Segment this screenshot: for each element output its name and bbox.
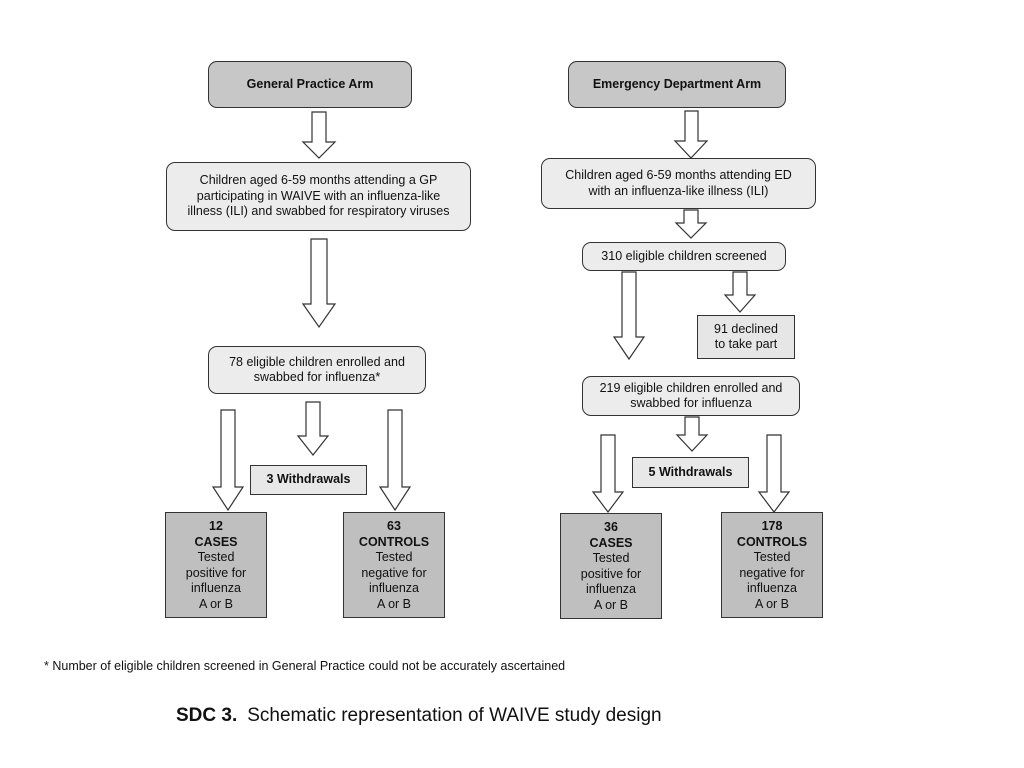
caption-text: Schematic representation of WAIVE study …	[247, 705, 662, 726]
ed-cases-title: CASES	[589, 535, 633, 550]
arrow-ed-enrolled-to-withdrawals	[675, 416, 709, 452]
gp-cases-count: 12	[209, 519, 223, 533]
ed-withdrawals-label: 5 Withdrawals	[648, 464, 733, 479]
gp-cases-line1: Tested	[197, 550, 235, 564]
gp-eligible-line2: participating in WAIVE with an influenza…	[196, 188, 441, 203]
ed-declined-line2: to take part	[714, 337, 778, 351]
arrow-gp-header-to-eligible	[301, 111, 337, 159]
ed-eligible-box: Children aged 6-59 months attending ED w…	[541, 158, 816, 209]
gp-controls-line2: negative for	[361, 565, 427, 580]
gp-enrolled-line1: 78 eligible children enrolled and	[229, 354, 405, 369]
gp-controls-count: 63	[387, 519, 401, 533]
arrow-gp-enrolled-to-withdrawals	[296, 401, 330, 456]
footnote: * Number of eligible children screened i…	[44, 659, 566, 673]
ed-controls-title: CONTROLS	[736, 534, 808, 549]
gp-eligible-box: Children aged 6-59 months attending a GP…	[166, 162, 471, 231]
ed-eligible-line2: with an influenza-like illness (ILI)	[588, 183, 769, 198]
arrow-ed-to-controls	[757, 434, 791, 513]
gp-controls-line4: A or B	[376, 596, 412, 611]
arrow-gp-to-cases	[211, 409, 245, 512]
arrow-gp-eligible-to-enrolled	[301, 238, 337, 329]
gp-withdrawals-label: 3 Withdrawals	[266, 472, 351, 487]
gp-arm-header-label: General Practice Arm	[246, 76, 374, 91]
gp-eligible-line1: Children aged 6-59 months attending a GP	[199, 173, 438, 188]
ed-cases-count: 36	[604, 520, 618, 534]
gp-cases-line4: A or B	[198, 596, 234, 611]
ed-enrolled-line1: 219 eligible children enrolled and	[599, 380, 783, 395]
gp-controls-box: 63 CONTROLS Tested negative for influenz…	[343, 512, 445, 618]
ed-controls-line2: negative for	[739, 565, 805, 580]
ed-cases-line2: positive for	[580, 566, 642, 581]
ed-cases-box: 36 CASES Tested positive for influenza A…	[560, 513, 662, 619]
gp-arm-header: General Practice Arm	[208, 61, 412, 108]
ed-controls-line3: influenza	[746, 581, 798, 595]
arrow-ed-to-cases	[591, 434, 625, 513]
figure-caption: SDC 3. Schematic representation of WAIVE …	[176, 705, 662, 727]
ed-cases-line1: Tested	[592, 551, 630, 565]
gp-cases-box: 12 CASES Tested positive for influenza A…	[165, 512, 267, 618]
arrow-ed-header-to-eligible	[673, 110, 709, 159]
gp-controls-line3: influenza	[368, 581, 420, 595]
ed-arm-header-label: Emergency Department Arm	[592, 76, 762, 91]
ed-controls-count: 178	[761, 519, 783, 533]
ed-enrolled-box: 219 eligible children enrolled and swabb…	[582, 376, 800, 416]
gp-controls-title: CONTROLS	[358, 534, 430, 549]
ed-arm-header: Emergency Department Arm	[568, 61, 786, 108]
gp-cases-title: CASES	[194, 534, 238, 549]
caption-label: SDC 3.	[176, 705, 238, 726]
ed-controls-box: 178 CONTROLS Tested negative for influen…	[721, 512, 823, 618]
ed-controls-line1: Tested	[753, 550, 791, 564]
gp-eligible-line3: illness (ILI) and swabbed for respirator…	[187, 204, 450, 219]
gp-controls-line1: Tested	[375, 550, 413, 564]
arrow-ed-eligible-to-screened	[674, 209, 708, 239]
gp-cases-line3: influenza	[190, 581, 242, 595]
ed-screened-box: 310 eligible children screened	[582, 242, 786, 271]
ed-cases-line3: influenza	[585, 582, 637, 596]
ed-controls-line4: A or B	[754, 596, 790, 611]
ed-enrolled-line2: swabbed for influenza	[630, 396, 752, 410]
gp-enrolled-box: 78 eligible children enrolled and swabbe…	[208, 346, 426, 394]
ed-screened-label: 310 eligible children screened	[601, 248, 767, 263]
gp-cases-line2: positive for	[185, 565, 247, 580]
arrow-ed-screened-to-declined	[723, 271, 757, 313]
gp-withdrawals-box: 3 Withdrawals	[250, 465, 367, 495]
ed-cases-line4: A or B	[593, 597, 629, 612]
ed-declined-box: 91 declined to take part	[697, 315, 795, 359]
ed-withdrawals-box: 5 Withdrawals	[632, 457, 749, 488]
arrow-gp-to-controls	[378, 409, 412, 512]
gp-enrolled-line2: swabbed for influenza*	[253, 370, 381, 384]
arrow-ed-screened-to-enrolled	[612, 271, 646, 361]
ed-declined-line1: 91 declined	[714, 321, 778, 336]
ed-eligible-line1: Children aged 6-59 months attending ED	[565, 168, 792, 182]
